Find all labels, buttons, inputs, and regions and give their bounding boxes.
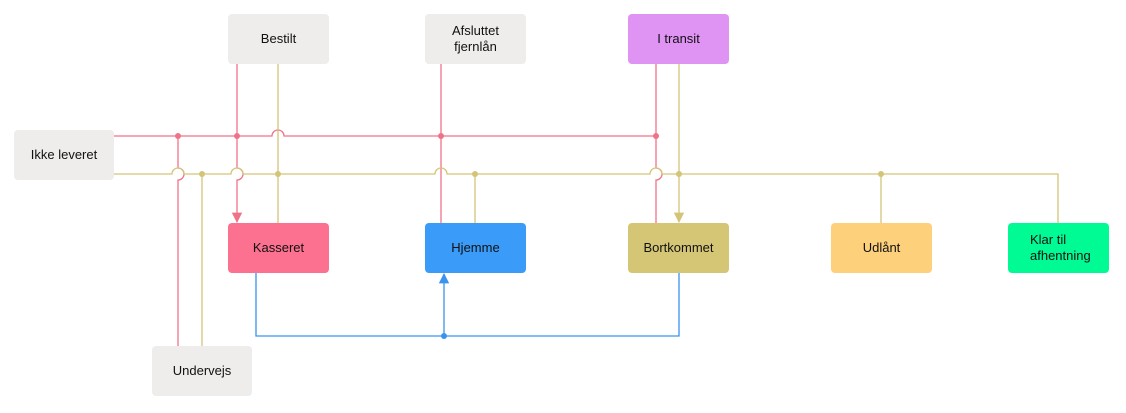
- node-label: Bortkommet: [643, 240, 714, 255]
- red-connectors: [114, 64, 663, 346]
- node-undervejs[interactable]: Undervejs: [152, 346, 252, 396]
- node-label: Udlånt: [862, 240, 901, 255]
- node-hjemme[interactable]: Hjemme: [425, 223, 526, 273]
- node-ikke-leveret[interactable]: Ikke leveret: [14, 130, 114, 180]
- blue-connectors: [255, 272, 680, 337]
- edge-bestilt-kasseret: [231, 64, 244, 224]
- edge-ikke-khaki-bus: [114, 167, 1059, 223]
- edge-kasseret-blue: [255, 273, 680, 337]
- node-label-wrap: Klar til afhentning: [1030, 232, 1091, 264]
- node-label: Kasseret: [252, 240, 305, 255]
- node-kasseret[interactable]: Kasseret: [228, 223, 329, 273]
- edge-ikke-red-bus: [114, 129, 656, 137]
- junction-dots: [175, 133, 884, 339]
- node-label: Afsluttet fjernlån: [452, 23, 499, 54]
- node-bortkommet[interactable]: Bortkommet: [628, 223, 729, 273]
- edge-transit-red: [655, 64, 663, 223]
- node-label: Hjemme: [451, 240, 500, 255]
- node-label: Bestilt: [260, 31, 297, 46]
- node-label: I transit: [657, 31, 700, 46]
- node-label: Undervejs: [172, 363, 232, 378]
- node-afsluttet-fjernlan[interactable]: Afsluttet fjernlån: [425, 14, 526, 64]
- node-udlant[interactable]: Udlånt: [831, 223, 932, 273]
- node-i-transit[interactable]: I transit: [628, 14, 729, 64]
- node-label: Ikke leveret: [30, 147, 98, 162]
- node-klar-til-afhentning[interactable]: Klar til afhentning: [1008, 223, 1109, 273]
- node-label-line2: afhentning: [1030, 248, 1091, 263]
- node-label-line1: Klar til: [1030, 232, 1067, 247]
- khaki-connectors: [114, 64, 1059, 346]
- node-bestilt[interactable]: Bestilt: [228, 14, 329, 64]
